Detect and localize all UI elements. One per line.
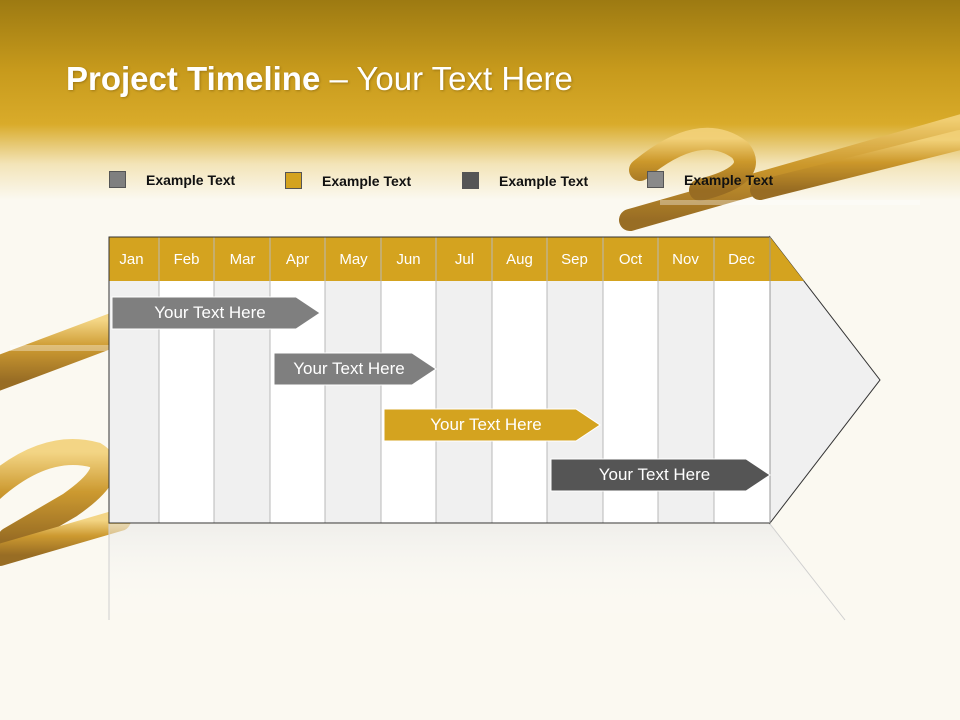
month-label: Mar [229, 251, 256, 268]
month-label: Apr [285, 251, 310, 268]
task-label: Your Text Here [430, 415, 542, 434]
task-label: Your Text Here [293, 359, 405, 378]
month-label: Aug [506, 251, 533, 268]
legend-swatch [285, 172, 302, 189]
month-label: Oct [618, 251, 643, 268]
task-bar-2[interactable] [273, 352, 437, 386]
month-header-row [109, 237, 804, 281]
month-label: Jan [119, 251, 144, 268]
legend-swatch [647, 171, 664, 188]
column-dividers [158, 237, 715, 523]
month-label: Nov [672, 251, 699, 268]
month-label: Dec [728, 251, 755, 268]
legend-swatch [462, 172, 479, 189]
title-bold: Project Timeline [66, 60, 321, 97]
task-bar-1[interactable] [111, 296, 321, 330]
legend-label: Example Text [499, 173, 589, 189]
month-label: Jun [396, 251, 421, 268]
month-label: May [339, 251, 368, 268]
month-label: Sep [561, 251, 588, 268]
task-label: Your Text Here [598, 465, 711, 484]
title-rest: – Your Text Here [320, 60, 573, 97]
task-label: Your Text Here [154, 303, 266, 322]
legend-label: Example Text [684, 172, 774, 188]
legend-label: Example Text [146, 172, 236, 188]
timeline-outline [108, 236, 770, 524]
month-label: Jul [454, 251, 475, 268]
month-label: Feb [173, 251, 200, 268]
page-title: Project Timeline – Your Text Here [66, 60, 573, 98]
legend-swatch [109, 171, 126, 188]
legend-label: Example Text [322, 173, 412, 189]
timeline-reflection [108, 523, 846, 621]
legend: Example Text Example Text Example Text E… [0, 0, 960, 200]
task-bar-4[interactable] [550, 458, 771, 492]
task-bar-3[interactable] [383, 408, 601, 442]
